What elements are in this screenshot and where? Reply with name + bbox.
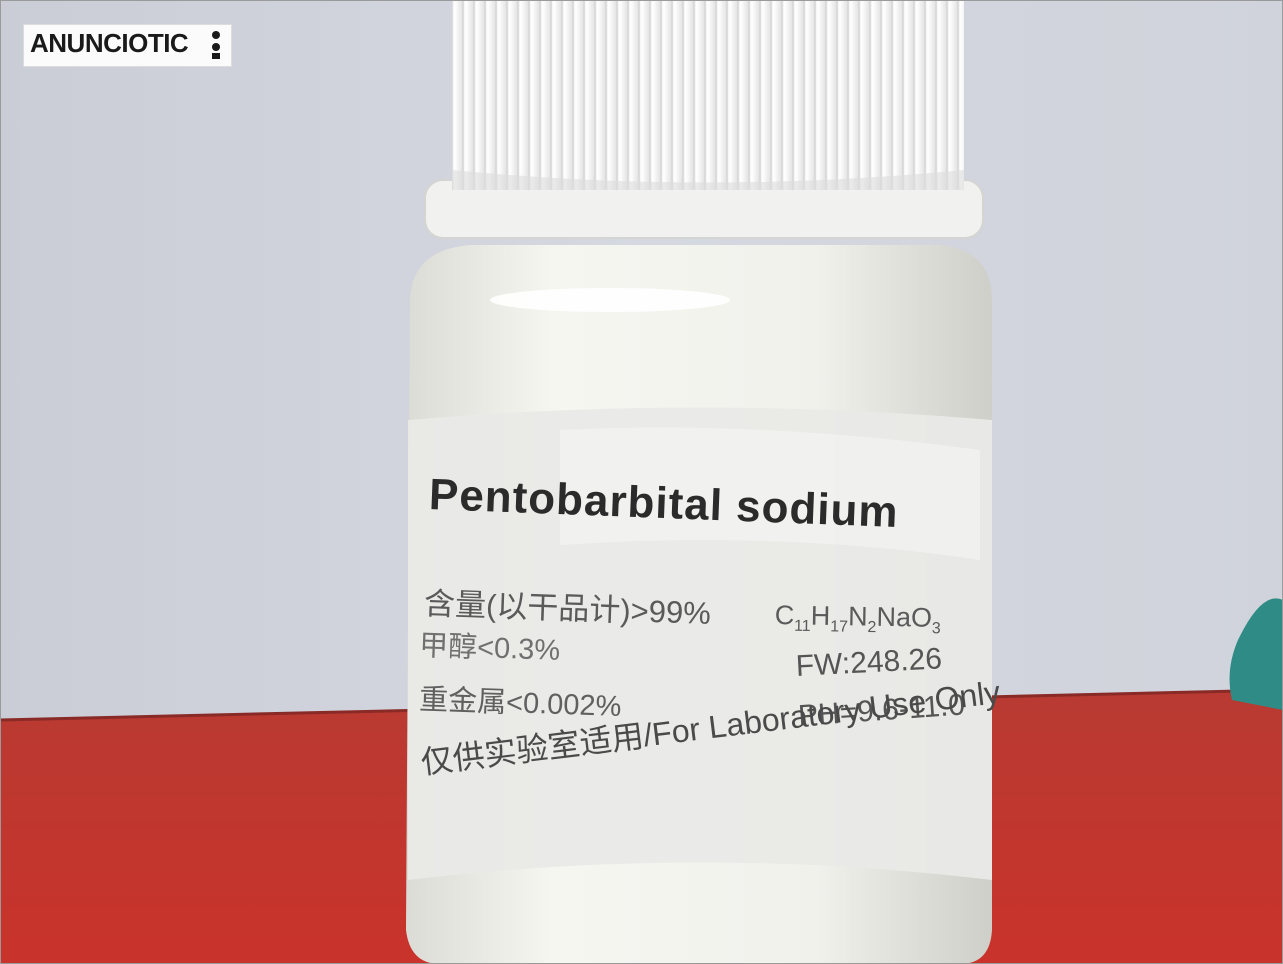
impurity-methanol: 甲醇<0.3% [418, 629, 561, 667]
chemical-formula: C11H17N2NaO3 [774, 600, 941, 638]
watermark-dots-icon [212, 31, 220, 59]
label-glare [560, 427, 980, 560]
cap-bottom-shade [452, 170, 964, 190]
teal-object [1229, 598, 1283, 710]
bottle-label [408, 407, 992, 880]
watermark-text: ANUNCIOTIC [30, 28, 189, 58]
watermark-logo: ANUNCIOTIC [23, 24, 232, 67]
bottle-highlight [490, 288, 730, 312]
bottle-cap [452, 0, 964, 190]
